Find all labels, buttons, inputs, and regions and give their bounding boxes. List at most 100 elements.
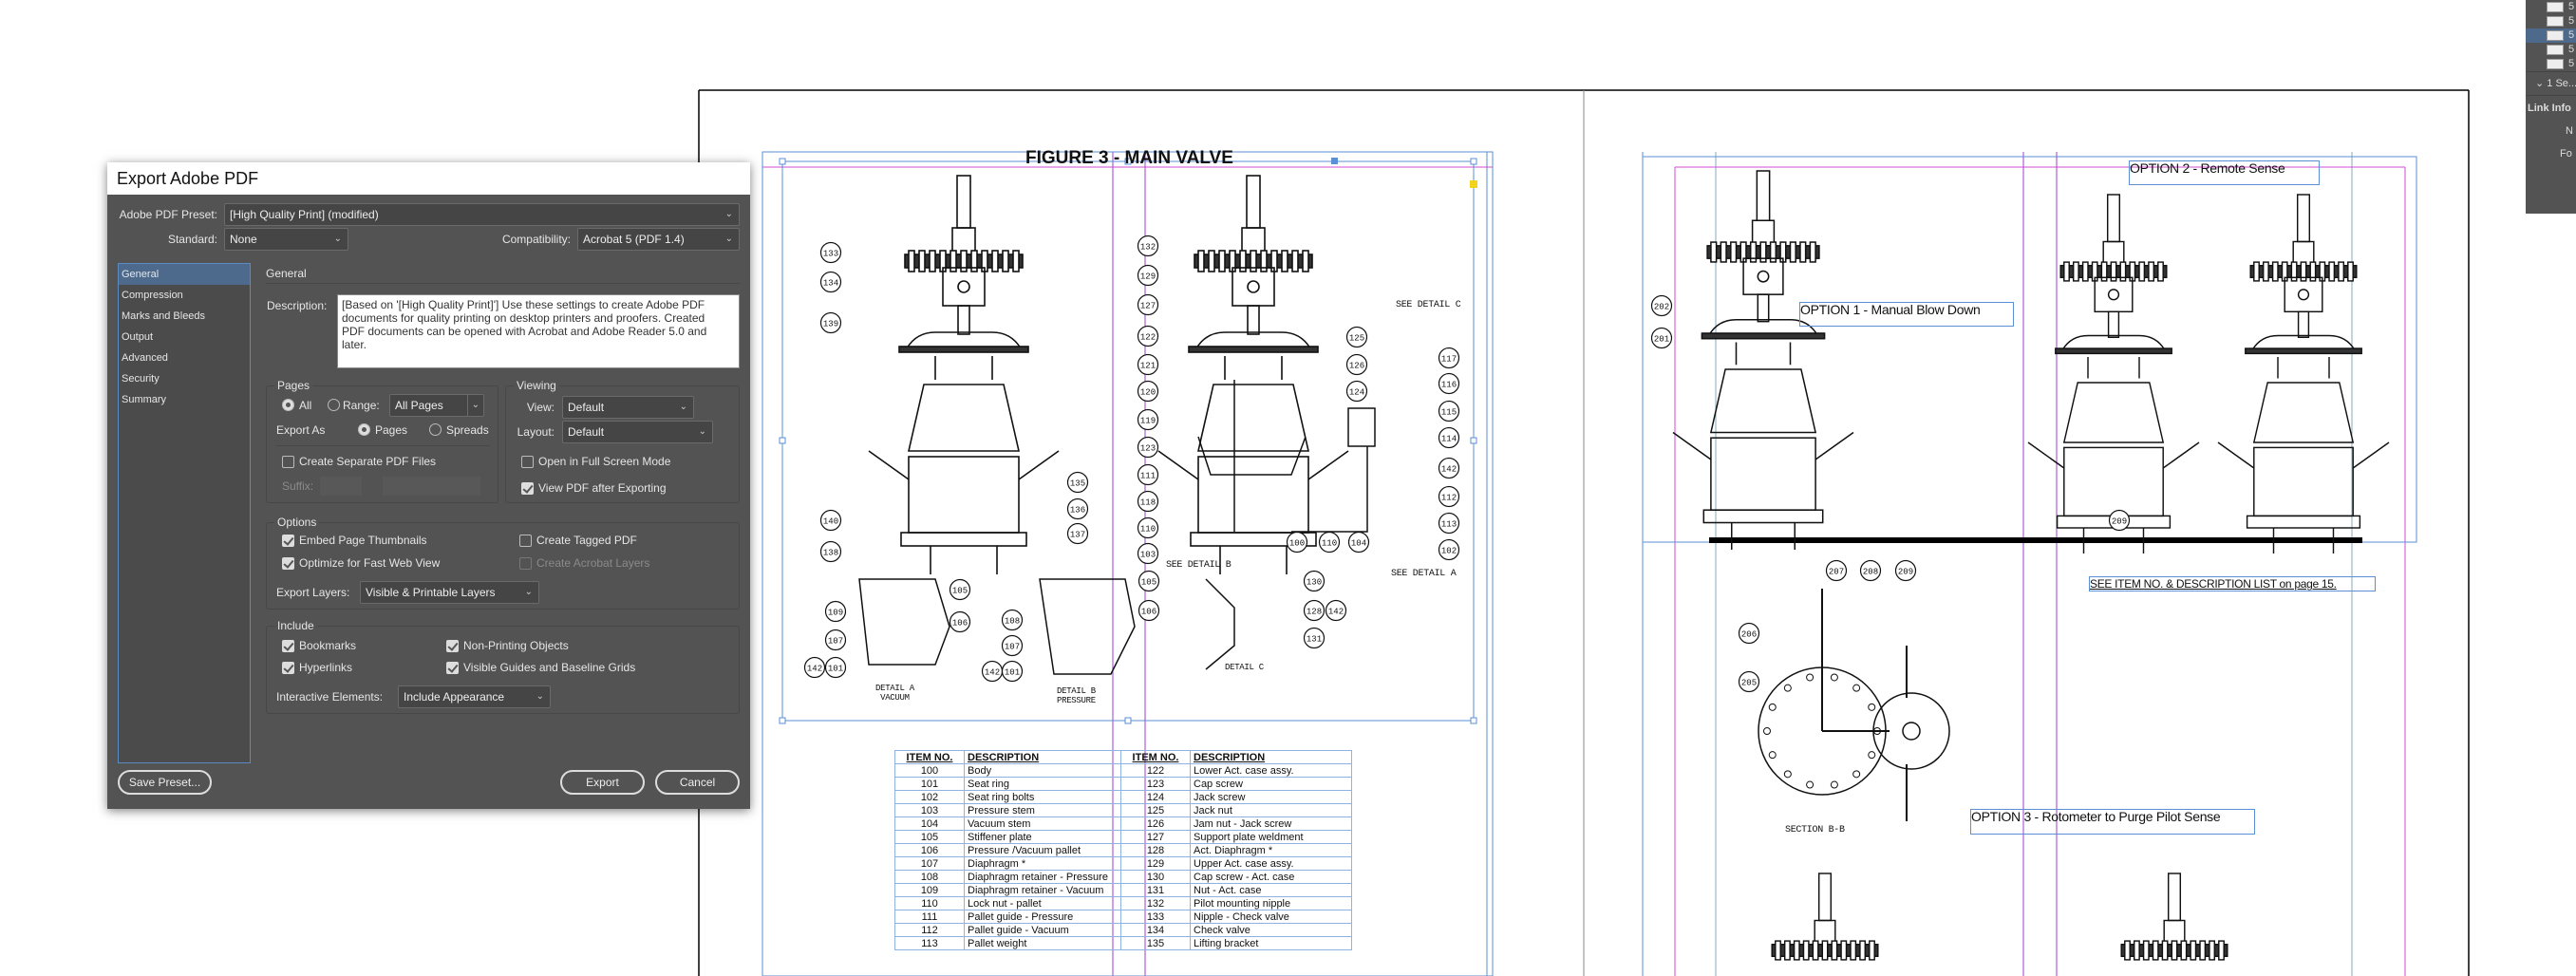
item-no-cell: 102 [894,790,965,804]
view-after-export-checkbox[interactable] [521,482,534,495]
thumbnails-checkbox[interactable] [282,535,294,547]
thumbnails-label: Embed Page Thumbnails [299,534,427,547]
layout-select[interactable]: Default⌄ [562,421,713,443]
separate-files-checkbox[interactable] [282,456,294,468]
bolt-hole [1852,770,1861,779]
bolt [2157,261,2164,282]
all-radio[interactable] [282,399,294,411]
description-textarea[interactable]: [Based on '[High Quality Print]'] Use th… [337,294,740,368]
callout-number: 120 [1140,388,1156,398]
range-radio[interactable] [328,399,340,411]
acrobat-layers-checkbox[interactable] [519,557,532,570]
bookmarks-checkbox[interactable] [282,640,294,652]
callout-number: 142 [1328,608,1344,617]
callout-number: 107 [828,637,843,647]
link-row-label: 5 [2568,44,2575,55]
link-row[interactable]: 5 [2526,43,2576,57]
description-cell: Vacuum stem [964,816,1121,831]
export-button[interactable]: Export [560,770,645,795]
callout-bubble [1438,512,1460,535]
compatibility-select[interactable]: Acrobat 5 (PDF 1.4)⌄ [577,228,740,251]
standard-select[interactable]: None⌄ [224,228,348,251]
nav-item-marks-and-bleeds[interactable]: Marks and Bleeds [122,310,206,322]
range-select[interactable]: All Pages⌄ [389,394,484,417]
view-select[interactable]: Default⌄ [562,396,694,419]
description-cell: Diaphragm retainer - Pressure [964,870,1121,884]
pages-radio[interactable] [358,423,370,436]
cancel-button[interactable]: Cancel [655,770,740,795]
see-list-note[interactable]: SEE ITEM NO. & DESCRIPTION LIST on page … [2089,576,2376,591]
item-no-cell: 106 [894,843,965,857]
bell-housing [2062,382,2165,443]
callout-number: 206 [1741,630,1757,640]
legs [868,450,1060,574]
nav-item-output[interactable]: Output [122,331,154,343]
item-no-cell: 129 [1120,856,1191,871]
save-preset-button[interactable]: Save Preset... [118,770,212,795]
bolt [2063,261,2070,282]
callout-number: 101 [1005,668,1020,678]
bolt [2209,940,2216,961]
callout-number: 134 [823,279,838,289]
legs [1672,431,1854,551]
callout-bubble [1303,570,1326,592]
description-cell: Nipple - Check valve [1190,910,1352,924]
pilot-block [942,267,986,307]
callout-bubble [1738,670,1760,693]
bolt [1831,940,1838,961]
nav-item-advanced[interactable]: Advanced [122,352,168,364]
stem [1246,175,1261,229]
fast-web-checkbox[interactable] [282,557,294,570]
item-no-cell: 105 [894,830,965,844]
preset-select[interactable]: [High Quality Print] (modified)⌄ [224,203,740,226]
dialog-title[interactable]: Export Adobe PDF [107,162,750,195]
upper-diaphragm [1771,943,1879,958]
nav-item-general[interactable]: General [119,264,250,285]
figure-title[interactable]: FIGURE 3 - MAIN VALVE [1025,148,1233,168]
guides-checkbox[interactable] [446,662,459,674]
chevron-down-icon: ⌄ [333,234,342,244]
description-cell: Cap screw - Act. case [1190,870,1352,884]
fullscreen-checkbox[interactable] [521,456,534,468]
bell-housing [1196,384,1310,452]
description-cell: Stiffener plate [964,830,1121,844]
panel-group-row[interactable]: ⌄ 1 Se... [2526,71,2576,95]
guides-label: Visible Guides and Baseline Grids [463,661,636,674]
detail-c-label: DETAIL C [1225,663,1264,672]
suffix-input[interactable] [320,477,362,496]
suffix-token-input[interactable] [383,477,480,496]
link-row[interactable]: 5 [2526,0,2576,14]
link-row[interactable]: 5 [2526,28,2576,43]
description-cell: Lifting bracket [1190,936,1352,950]
see-detail-b: SEE DETAIL B [1166,560,1232,571]
body [2063,446,2164,517]
tagged-pdf-checkbox[interactable] [519,535,532,547]
non-printing-checkbox[interactable] [446,640,459,652]
legs [2217,441,2390,554]
bolt [2253,261,2260,282]
option2-label[interactable]: OPTION 2 - Remote Sense [2129,160,2320,185]
nav-item-security[interactable]: Security [122,373,160,385]
flange [2055,347,2172,355]
nav-item-compression[interactable]: Compression [122,290,183,301]
description-cell: Jam nut - Jack screw [1190,816,1352,831]
nav-item-summary[interactable]: Summary [122,394,167,405]
export-layers-select[interactable]: Visible & Printable Layers⌄ [360,581,539,604]
lower-diaphragm [905,331,1023,349]
option1-label[interactable]: OPTION 1 - Manual Blow Down [1799,302,2014,327]
flange [1188,346,1319,353]
hyperlinks-checkbox[interactable] [282,662,294,674]
bolt [2072,261,2079,282]
interactive-select[interactable]: Include Appearance⌄ [398,685,551,708]
callout-bubble [824,656,847,679]
link-info-header[interactable]: Link Info [2526,95,2576,120]
spreads-radio[interactable] [429,423,442,436]
bookmarks-label: Bookmarks [299,639,357,652]
standard-label: Standard: [167,233,217,246]
link-row[interactable]: 5 [2526,14,2576,28]
option3-label[interactable]: OPTION 3 - Rotometer to Purge Pilot Sens… [1970,809,2255,835]
link-row[interactable]: 5 [2526,57,2576,71]
